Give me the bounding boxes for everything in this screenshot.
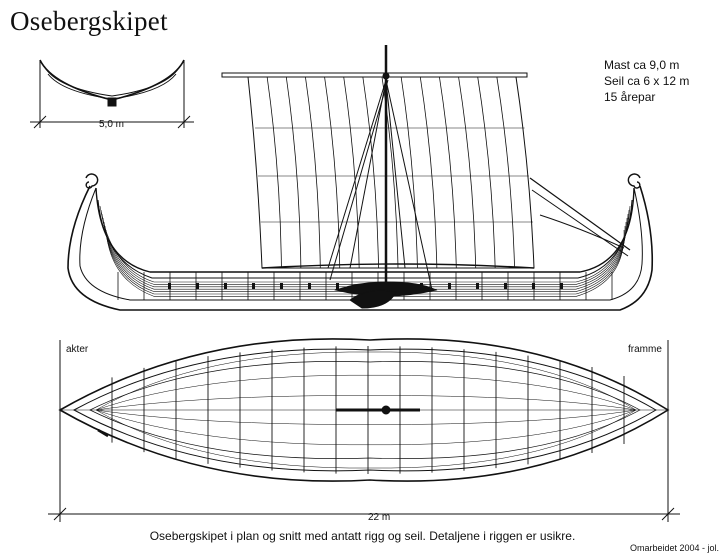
beam-dimension-label: 5,0 m (99, 119, 125, 130)
spec-oars: 15 årepar (604, 90, 656, 104)
caption: Osebergskipet i plan og snitt med antatt… (149, 529, 576, 543)
hull-plan (58, 338, 670, 482)
length-dimension-label: 22 m (368, 512, 391, 523)
page-title: Osebergskipet (10, 6, 168, 36)
bow-label: framme (628, 344, 662, 355)
length-dimension (48, 340, 680, 522)
credit: Omarbeidet 2004 - jol. (629, 543, 719, 553)
hull-profile (67, 173, 654, 311)
spec-sail: Seil ca 6 x 12 m (604, 74, 690, 88)
rigging (327, 45, 631, 295)
stern-label: akter (66, 344, 89, 355)
sail (221, 72, 535, 269)
spec-mast: Mast ca 9,0 m (604, 58, 680, 72)
cross-section (30, 59, 194, 129)
